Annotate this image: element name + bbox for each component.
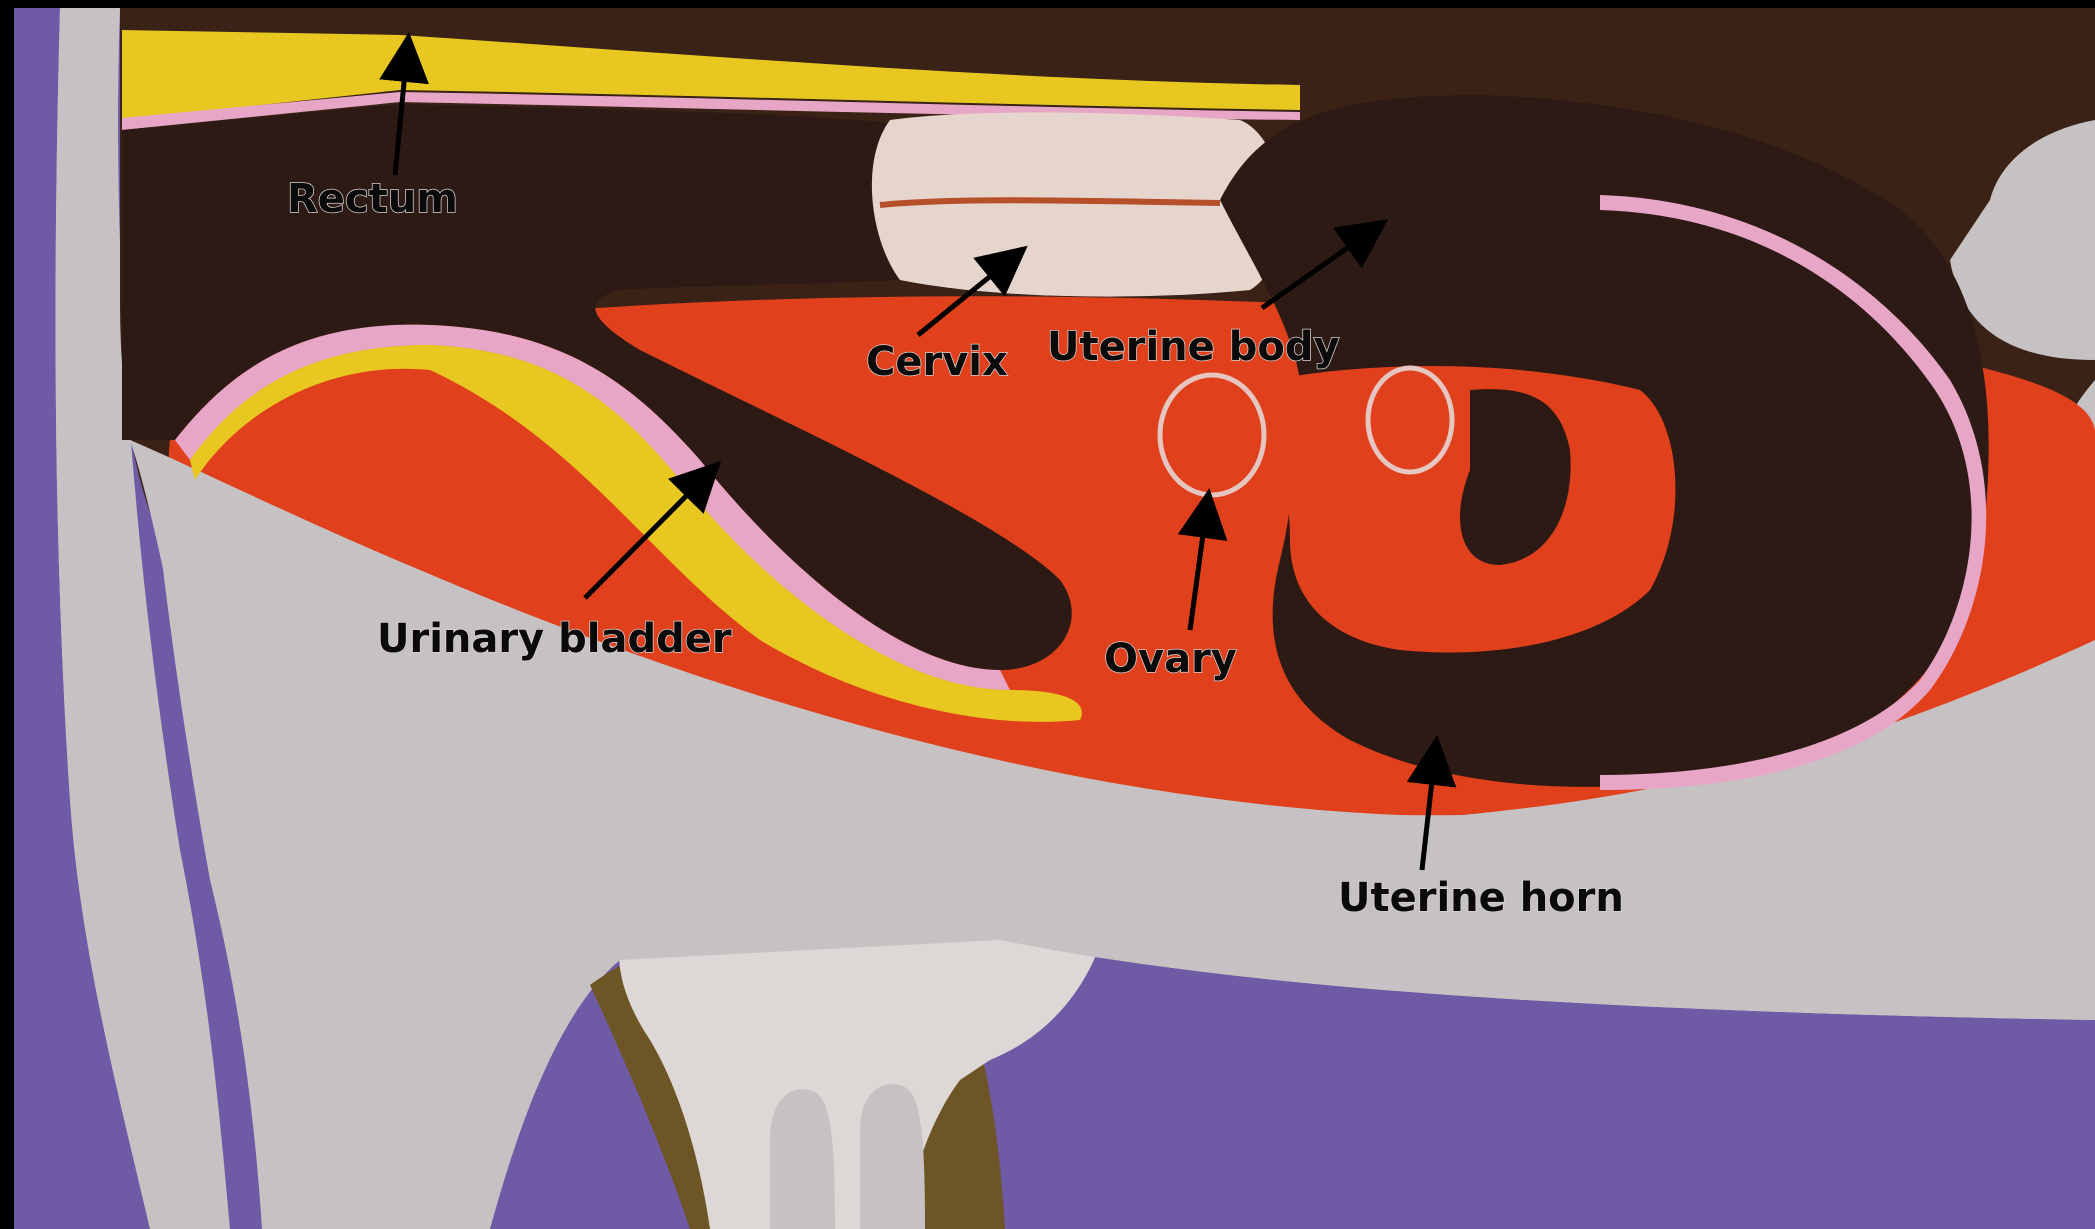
ovary-left — [1160, 375, 1264, 495]
label-uterine-horn: Uterine horn — [1338, 875, 1624, 921]
label-ovary: Ovary — [1104, 636, 1237, 682]
teat-right — [860, 1084, 925, 1229]
label-rectum: Rectum — [287, 176, 458, 222]
teat-left — [770, 1089, 835, 1229]
ovary-right — [1368, 368, 1452, 472]
label-uterine-body: Uterine body — [1047, 324, 1340, 370]
label-cervix: Cervix — [866, 339, 1008, 385]
label-urinary-bladder: Urinary bladder — [377, 616, 732, 662]
